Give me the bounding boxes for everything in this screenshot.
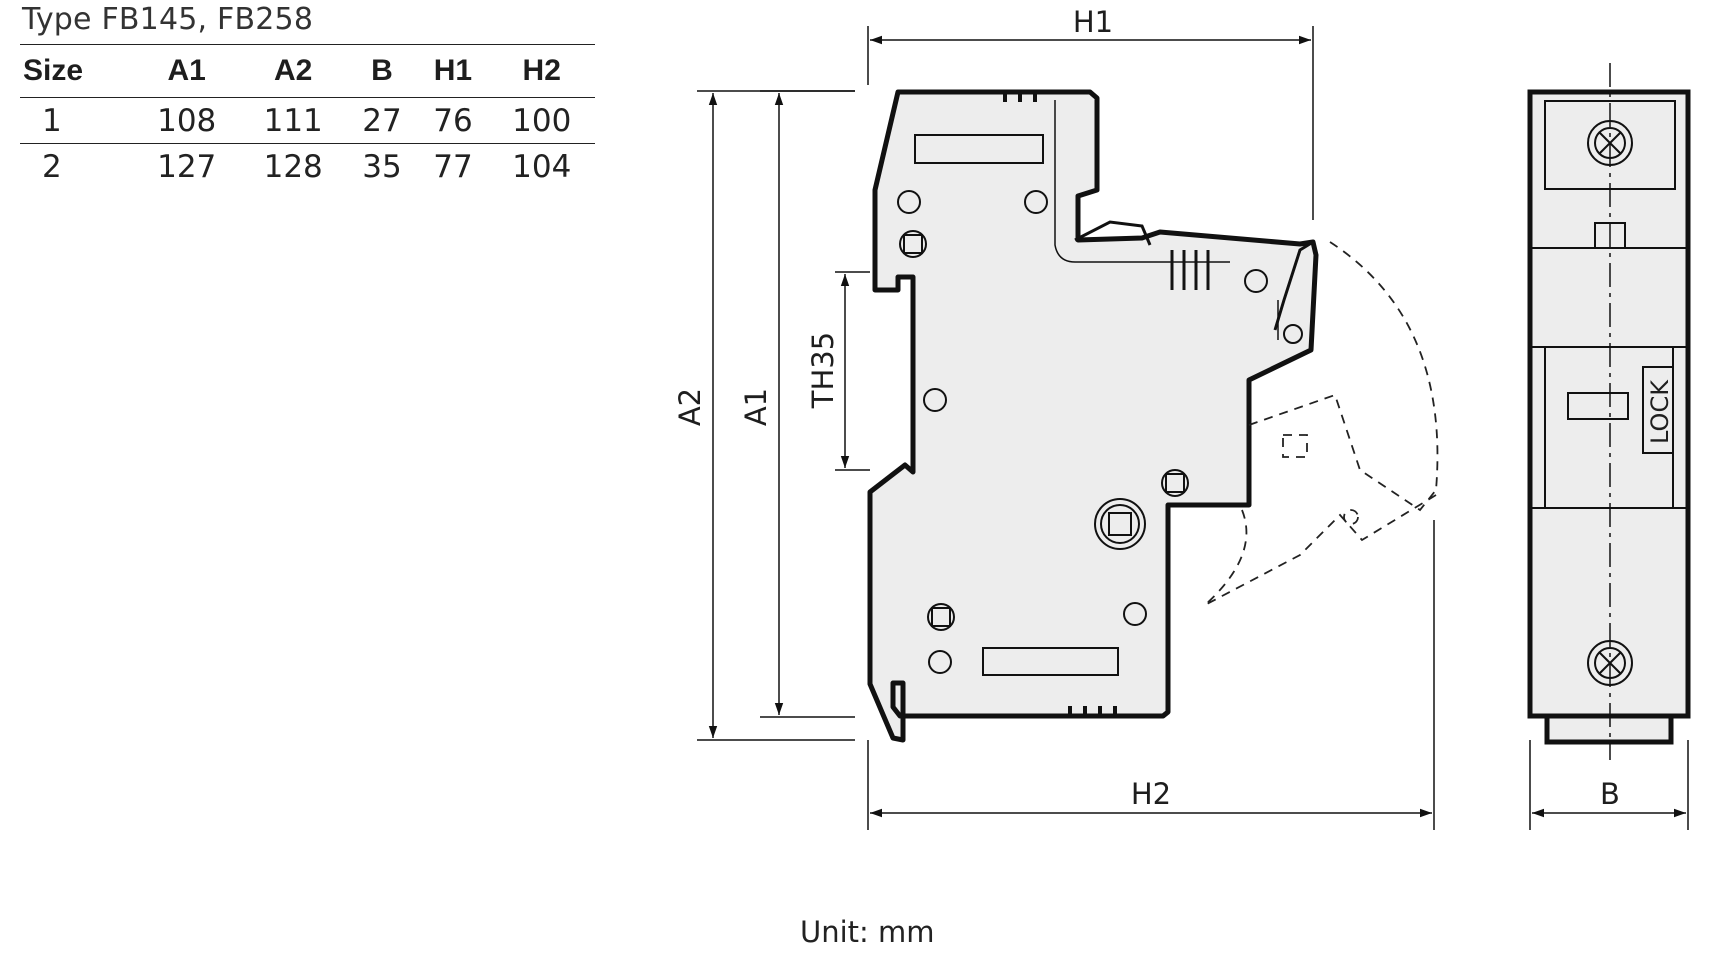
dim-label-h1: H1 bbox=[1073, 5, 1113, 39]
col-header-h1: H1 bbox=[417, 44, 489, 98]
cell-a2: 128 bbox=[263, 148, 323, 185]
dim-label-a1: A1 bbox=[739, 388, 773, 426]
fuse-holder-front-view bbox=[1527, 63, 1691, 830]
cell-h1: 77 bbox=[433, 148, 473, 185]
cell-h2: 104 bbox=[512, 148, 572, 185]
table-header-row: Size A1 A2 B H1 H2 bbox=[20, 44, 595, 98]
cell-a1: 127 bbox=[157, 148, 217, 185]
fuse-holder-side-view bbox=[867, 89, 1439, 743]
dim-label-th35: TH35 bbox=[806, 332, 840, 409]
holder-body-outline bbox=[867, 89, 1319, 743]
dimension-table: Size A1 A2 B H1 H2 1 108 111 27 76 100 2… bbox=[20, 44, 595, 189]
cell-h2: 100 bbox=[488, 97, 595, 144]
cell-size: 1 bbox=[20, 97, 134, 144]
col-header-a2: A2 bbox=[239, 44, 347, 98]
dim-label-a2: A2 bbox=[673, 388, 707, 426]
col-header-b: B bbox=[346, 44, 418, 98]
dim-label-b: B bbox=[1600, 777, 1620, 811]
cell-b: 27 bbox=[346, 97, 418, 144]
col-header-a1: A1 bbox=[133, 44, 240, 98]
col-header-size: Size bbox=[20, 44, 134, 98]
lock-label: LOCK bbox=[1646, 379, 1674, 444]
table-row: 1 108 111 27 76 100 bbox=[20, 97, 595, 144]
dimension-lines bbox=[697, 26, 1435, 830]
cell-a1: 108 bbox=[133, 97, 240, 144]
table-row: 2 127 128 35 77 104 bbox=[20, 144, 595, 190]
cell-size: 2 bbox=[42, 148, 62, 185]
cell-b: 35 bbox=[362, 148, 402, 185]
dim-label-h2: H2 bbox=[1131, 777, 1171, 811]
cell-a2: 111 bbox=[239, 97, 347, 144]
unit-label: Unit: mm bbox=[800, 915, 935, 949]
cell-h1: 76 bbox=[417, 97, 489, 144]
col-header-h2: H2 bbox=[488, 44, 595, 98]
type-title: Type FB145, FB258 bbox=[22, 2, 314, 37]
